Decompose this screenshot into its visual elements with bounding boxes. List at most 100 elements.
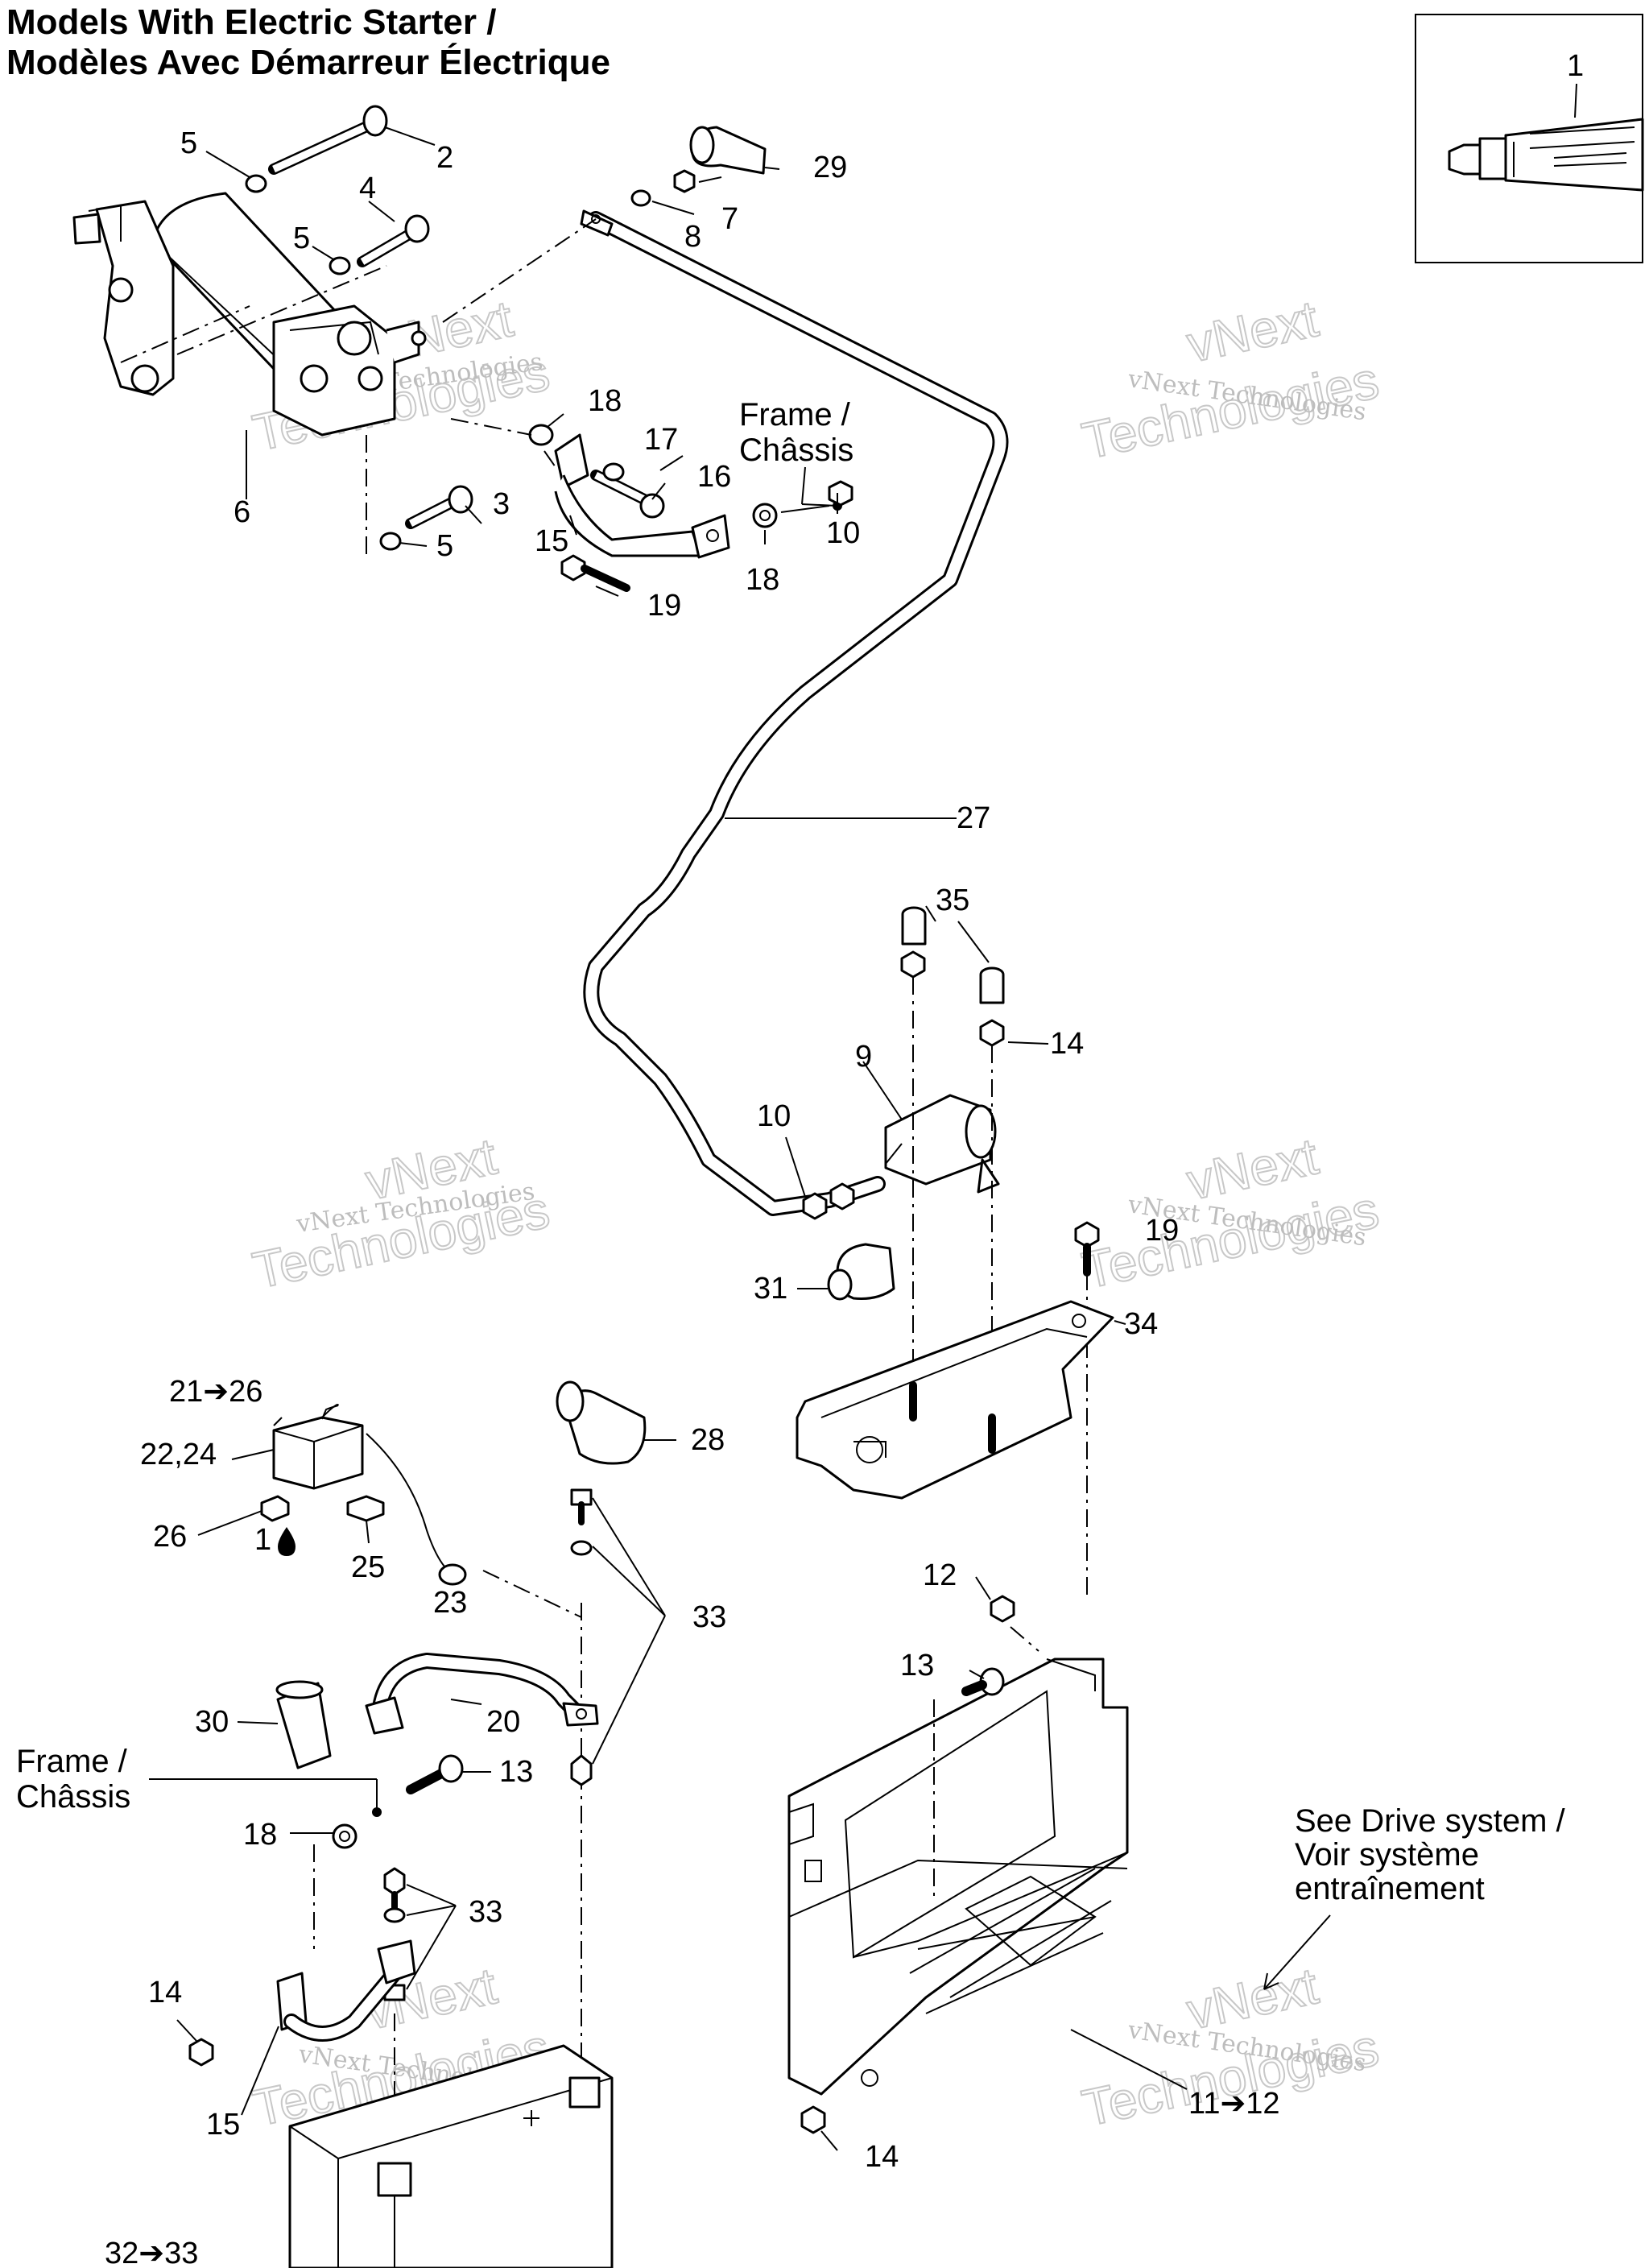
solenoid-9 — [884, 906, 1005, 1194]
callout-5b: 5 — [293, 221, 310, 255]
note-frame-top: Frame / Châssis — [739, 397, 853, 507]
leader-lines — [176, 126, 1331, 2151]
note-see-drive-system: See Drive system / Voir système entraîne… — [1295, 1803, 1566, 1906]
svg-text:Frame /: Frame / — [16, 1744, 128, 1779]
washer-17 — [602, 462, 625, 482]
bolt-19-top — [560, 554, 630, 592]
nut-12 — [990, 1595, 1015, 1623]
svg-text:entraînement: entraînement — [1295, 1871, 1485, 1906]
callout-13b: 13 — [900, 1649, 934, 1682]
nut-7 — [673, 169, 696, 193]
svg-text:See Drive system /: See Drive system / — [1295, 1803, 1566, 1839]
fuse-holder-assembly — [260, 1404, 467, 1586]
callout-15a: 15 — [535, 524, 568, 558]
cable-20 — [365, 1653, 599, 1735]
callout-31: 31 — [754, 1272, 787, 1306]
cap-35-left — [901, 914, 927, 946]
bolt-13-right — [933, 1667, 1005, 1901]
grease-tube-icon — [1448, 118, 1644, 192]
callout-5a: 5 — [180, 126, 197, 160]
nut-10-low-a — [802, 1192, 828, 1220]
cap-35-right — [979, 975, 1005, 1004]
bolt-19-right — [1074, 1221, 1100, 1595]
washer-5-mid — [329, 256, 351, 275]
inset-grease-tube: 1 — [1415, 14, 1644, 263]
svg-text:Châssis: Châssis — [739, 432, 853, 468]
callout-35: 35 — [936, 884, 969, 917]
callout-13a: 13 — [499, 1755, 533, 1789]
callout-33b: 33 — [469, 1895, 502, 1929]
washer-5-top — [245, 174, 267, 193]
nut-14-left — [900, 950, 926, 979]
nut-14-bottom-right — [800, 2105, 826, 2134]
callout-labels: 5 2 4 5 6 3 5 7 8 29 18 17 16 15 19 18 1… — [105, 126, 1280, 2268]
svg-text:Frame /: Frame / — [739, 397, 851, 432]
callout-18b: 18 — [746, 563, 779, 597]
fuse-25 — [346, 1495, 385, 1522]
svg-text:vNext: vNext — [1182, 289, 1323, 373]
boot-28 — [556, 1380, 647, 1465]
callout-12: 12 — [923, 1558, 957, 1592]
boot-29 — [689, 126, 767, 175]
callout-15b: 15 — [206, 2108, 240, 2142]
callout-18c: 18 — [243, 1818, 277, 1852]
battery-box — [787, 1658, 1129, 2096]
fuse-26 — [260, 1495, 290, 1522]
bolt-4 — [357, 214, 430, 267]
callout-11-12: 11➔12 — [1188, 2087, 1280, 2121]
ground-cable-15-top — [554, 433, 730, 559]
callout-16: 16 — [697, 460, 731, 494]
washer-8 — [630, 189, 651, 207]
cable-27 — [580, 209, 1009, 1216]
callout-3: 3 — [493, 487, 510, 521]
watermark-top-right: vNext Technologies vNext Technologies — [1077, 288, 1384, 470]
bolt-2 — [268, 105, 388, 175]
callout-28: 28 — [691, 1423, 725, 1457]
callout-19a: 19 — [647, 589, 681, 623]
ring-terminal-23 — [438, 1563, 467, 1586]
callout-14b: 14 — [148, 1976, 182, 2009]
callout-14c: 14 — [865, 2140, 899, 2174]
watermark-mid-right: vNext Technologies vNext Technologies — [1077, 1126, 1384, 1300]
boot-30 — [275, 1680, 332, 1769]
callout-17: 17 — [644, 423, 678, 457]
diagram-title-line2: Modèles Avec Démarreur Électrique — [6, 43, 610, 82]
callout-6: 6 — [234, 495, 250, 529]
bolt-13-left — [406, 1754, 464, 1794]
callout-1: 1 — [1567, 49, 1584, 83]
callout-29: 29 — [813, 151, 847, 184]
watermark-mid-left: vNext Technologies vNext Technologies — [247, 1126, 555, 1300]
callout-2: 2 — [436, 141, 453, 175]
callout-10b: 10 — [757, 1099, 791, 1133]
bolt-16 — [590, 470, 665, 519]
callout-33a: 33 — [692, 1600, 726, 1634]
note-frame-bottom: Frame / Châssis — [16, 1744, 130, 1815]
callout-21-26: 21➔26 — [169, 1375, 262, 1409]
battery — [288, 2044, 614, 2268]
callout-23: 23 — [433, 1586, 467, 1620]
diagram-title-line1: Models With Electric Starter / — [6, 2, 497, 42]
callout-10a: 10 — [826, 516, 860, 550]
liquid-drop-icon — [278, 1527, 295, 1556]
nut-10-top — [828, 480, 853, 507]
callout-1-drop: 1 — [254, 1523, 271, 1557]
bolt-3 — [405, 485, 473, 529]
nut-10-low-b — [829, 1182, 855, 1211]
support-bracket-34 — [796, 1300, 1114, 1500]
callout-19b: 19 — [1145, 1214, 1179, 1248]
callout-34: 34 — [1124, 1307, 1158, 1341]
callout-27: 27 — [957, 801, 990, 835]
callout-22-24: 22,24 — [140, 1438, 217, 1471]
svg-text:Châssis: Châssis — [16, 1779, 130, 1815]
callout-32-33: 32➔33 — [105, 2237, 198, 2268]
callout-18a: 18 — [588, 384, 622, 418]
ground-cable-15-bottom — [276, 1939, 416, 2042]
lockwasher-18-top — [528, 424, 554, 446]
boot-31 — [827, 1243, 895, 1301]
svg-text:Voir système: Voir système — [1295, 1837, 1479, 1873]
callout-4: 4 — [359, 172, 376, 205]
callout-26: 26 — [153, 1520, 187, 1554]
callout-8: 8 — [684, 220, 701, 254]
callout-25: 25 — [351, 1550, 385, 1584]
